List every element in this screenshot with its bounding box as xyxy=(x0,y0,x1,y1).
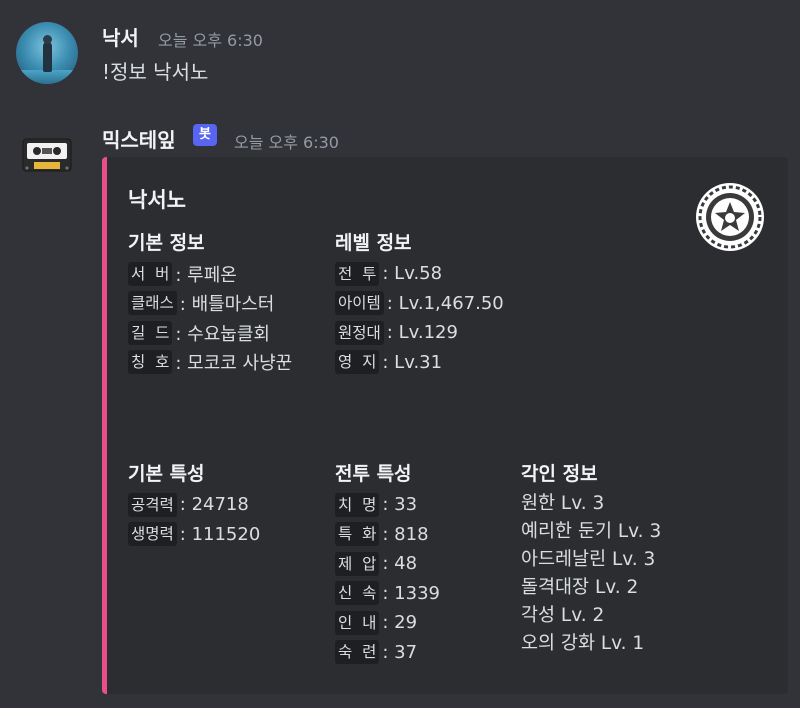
field-basic-info: 기본 정보 서 버: 루페온 클래스: 배틀마스터 길 드: 수요눕클회 칭 호… xyxy=(128,229,292,377)
avatar-figure xyxy=(43,42,52,72)
info-value: : 배틀마스터 xyxy=(179,294,275,316)
stat-row: 숙 련: 37 xyxy=(335,638,440,668)
engraving-item: 원한 Lv. 3 xyxy=(521,493,605,514)
info-row: 칭 호: 모코코 사냥꾼 xyxy=(128,348,292,378)
message-username[interactable]: 낙서 xyxy=(102,26,139,50)
info-row: 아이템: Lv.1,467.50 xyxy=(335,289,504,319)
embed-title: 낙서노 xyxy=(128,188,186,212)
info-row: 클래스: 배틀마스터 xyxy=(128,289,292,319)
field-basic-stats: 기본 특성 공격력: 24718 생명력: 111520 xyxy=(128,460,260,549)
stat-value: : 111520 xyxy=(179,523,261,545)
info-label: 원정대 xyxy=(335,320,384,345)
info-label: 전 투 xyxy=(335,261,380,286)
field-title: 레벨 정보 xyxy=(335,232,412,254)
info-value: : 모코코 사냥꾼 xyxy=(175,353,293,375)
info-value: : Lv.129 xyxy=(386,322,458,344)
bot-message-timestamp: 오늘 오후 6:30 xyxy=(234,133,339,152)
field-level-info: 레벨 정보 전 투: Lv.58 아이템: Lv.1,467.50 원정대: L… xyxy=(335,229,504,377)
stat-row: 신 속: 1339 xyxy=(335,579,440,609)
engraving-item: 돌격대장 Lv. 2 xyxy=(521,577,639,598)
stat-label: 생명력 xyxy=(128,522,177,547)
stat-value: : 29 xyxy=(382,612,418,634)
stat-value: : 24718 xyxy=(179,494,249,516)
engraving-item: 각성 Lv. 2 xyxy=(521,605,605,626)
stat-value: : 37 xyxy=(382,641,418,663)
stat-row: 제 압: 48 xyxy=(335,549,440,579)
info-row: 원정대: Lv.129 xyxy=(335,318,504,348)
info-label: 길 드 xyxy=(128,320,173,345)
stat-value: : 48 xyxy=(382,553,418,575)
field-engravings: 각인 정보 원한 Lv. 3 예리한 둔기 Lv. 3 아드레날린 Lv. 3 … xyxy=(521,460,661,658)
stat-label: 신 속 xyxy=(335,581,380,606)
info-value: : 수요눕클회 xyxy=(175,323,270,345)
stat-value: : 818 xyxy=(382,523,429,545)
stat-row: 특 화: 818 xyxy=(335,520,440,550)
engraving-item: 오의 강화 Lv. 1 xyxy=(521,633,645,654)
info-label: 칭 호 xyxy=(128,350,173,375)
stat-label: 인 내 xyxy=(335,610,380,635)
profile-embed: 낙서노 기본 정보 서 버: 루페온 클래스: 배틀마스터 길 드: 수요눕클회… xyxy=(102,157,788,694)
bot-badge: 봇 xyxy=(193,124,217,146)
stat-label: 공격력 xyxy=(128,492,177,517)
info-row: 전 투: Lv.58 xyxy=(335,259,504,289)
field-combat-stats: 전투 특성 치 명: 33 특 화: 818 제 압: 48 신 속: 1339… xyxy=(335,460,440,667)
engraving-item: 예리한 둔기 Lv. 3 xyxy=(521,521,662,542)
stat-label: 제 압 xyxy=(335,551,380,576)
info-value: : Lv.31 xyxy=(382,351,443,373)
field-title: 기본 정보 xyxy=(128,232,205,254)
guild-emblem-icon xyxy=(696,183,764,251)
stat-value: : 1339 xyxy=(382,582,440,604)
avatar-head xyxy=(43,35,52,44)
message-timestamp: 오늘 오후 6:30 xyxy=(158,31,263,50)
stat-label: 치 명 xyxy=(335,492,380,517)
cassette-tape-icon xyxy=(22,138,72,172)
info-label: 아이템 xyxy=(335,291,384,316)
field-title: 각인 정보 xyxy=(521,463,598,485)
stat-label: 숙 련 xyxy=(335,640,380,665)
info-value: : 루페온 xyxy=(175,264,237,286)
info-value: : Lv.58 xyxy=(382,263,443,285)
stat-row: 공격력: 24718 xyxy=(128,490,260,520)
field-title: 기본 특성 xyxy=(128,463,205,485)
bot-avatar[interactable] xyxy=(22,135,72,175)
user-avatar[interactable] xyxy=(16,22,78,84)
info-value: : Lv.1,467.50 xyxy=(386,292,504,314)
info-row: 길 드: 수요눕클회 xyxy=(128,318,292,348)
stat-row: 생명력: 111520 xyxy=(128,520,260,550)
info-row: 서 버: 루페온 xyxy=(128,259,292,289)
field-title: 전투 특성 xyxy=(335,463,412,485)
message-text: !정보 낙서노 xyxy=(102,60,209,84)
bot-username[interactable]: 믹스테잎 xyxy=(102,128,176,152)
info-label: 클래스 xyxy=(128,291,177,316)
stat-label: 특 화 xyxy=(335,522,380,547)
avatar-ground xyxy=(16,70,78,84)
stat-row: 치 명: 33 xyxy=(335,490,440,520)
info-label: 서 버 xyxy=(128,261,173,286)
info-row: 영 지: Lv.31 xyxy=(335,348,504,378)
stat-value: : 33 xyxy=(382,494,418,516)
stat-row: 인 내: 29 xyxy=(335,608,440,638)
info-label: 영 지 xyxy=(335,350,380,375)
engraving-item: 아드레날린 Lv. 3 xyxy=(521,549,656,570)
